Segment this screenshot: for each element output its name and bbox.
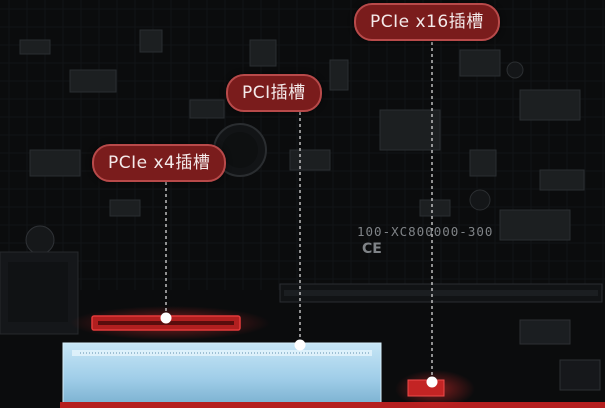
pci-anchor-dot (294, 339, 306, 351)
callout-pcie-x4: PCIe x4插槽 (92, 144, 227, 182)
pcie-x16-anchor-dot (426, 376, 438, 388)
callout-pci: PCI插槽 (226, 74, 322, 112)
callout-pcie-x16: PCIe x16插槽 (354, 3, 500, 41)
pcie-x4-anchor-dot (160, 312, 172, 324)
board-part-number: 100-XC800000-300 (357, 224, 494, 239)
ce-mark: CE (362, 241, 382, 257)
